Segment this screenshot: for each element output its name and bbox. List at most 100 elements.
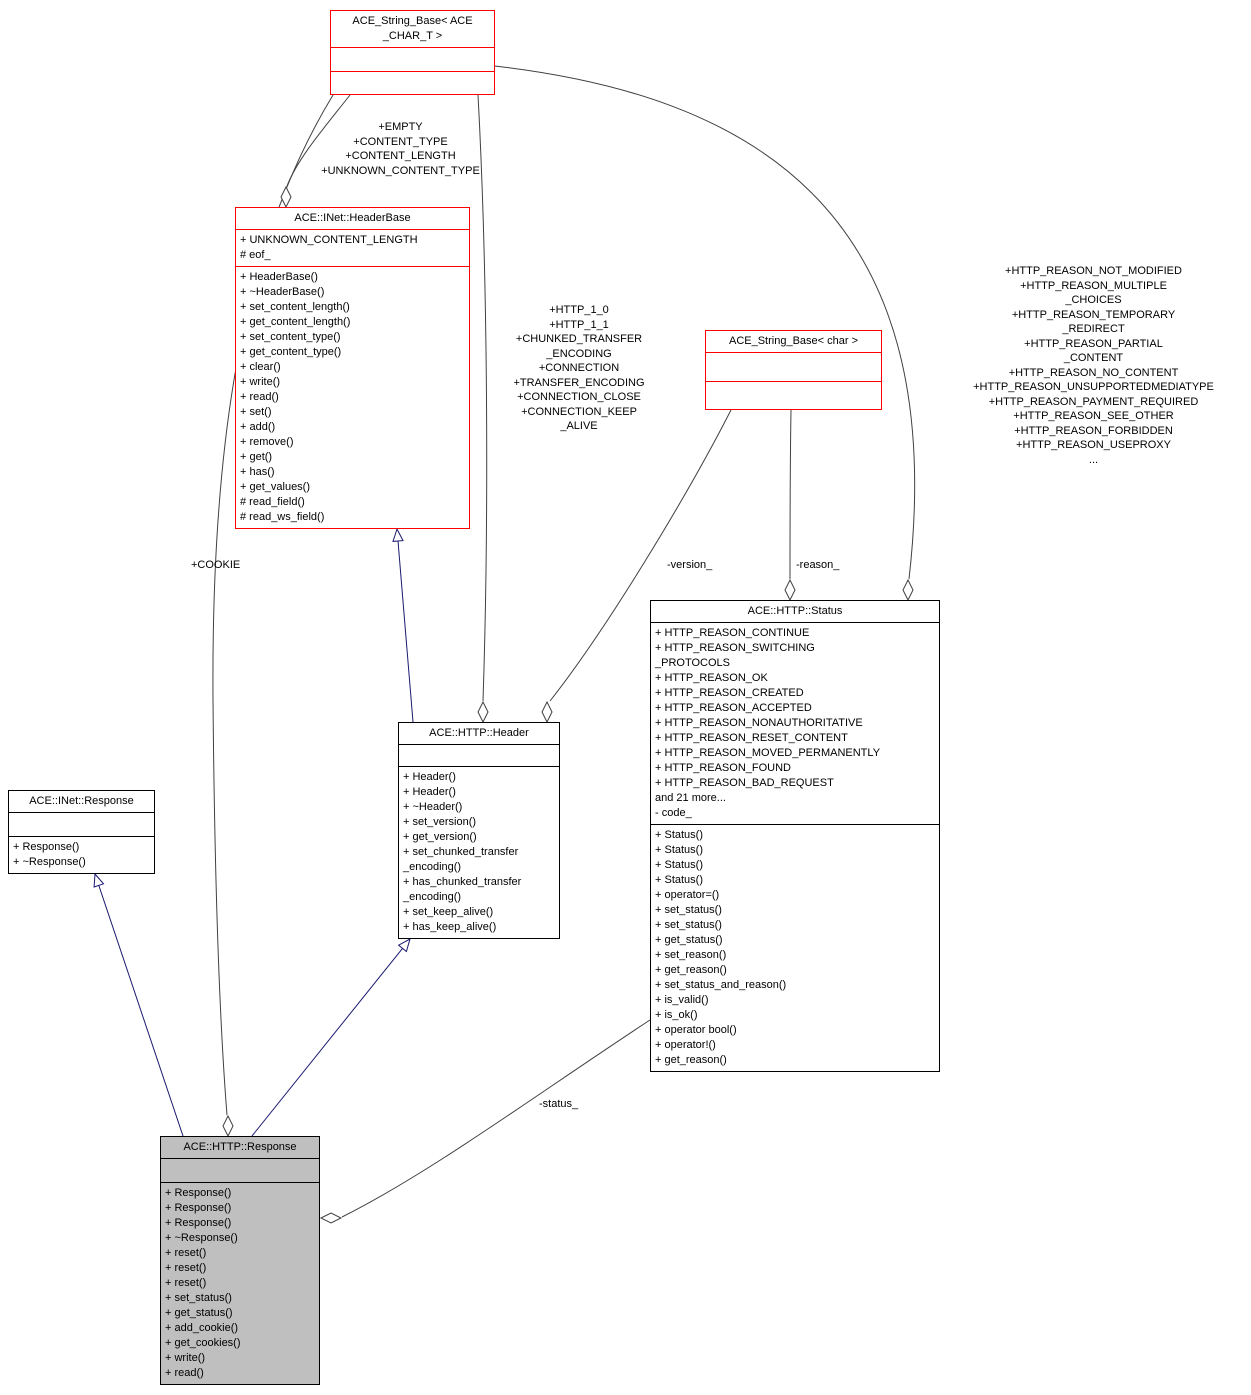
attributes-compartment (399, 745, 559, 767)
member: + reset() (165, 1247, 207, 1259)
member: + reset() (165, 1277, 207, 1289)
aggregation-diamond-header-left (477, 700, 489, 724)
edge-inheritance-response-inetresponse (98, 885, 184, 1137)
attributes-compartment (331, 48, 494, 72)
member: + operator bool() (655, 1024, 737, 1036)
member: + set_status_and_reason() (655, 979, 787, 991)
member: - code_ (655, 807, 692, 819)
member: + Status() (655, 844, 703, 856)
aggregation-diamond-response-top (222, 1114, 234, 1138)
member: + HTTP_REASON_ACCEPTED (655, 702, 812, 714)
member: + ~Response() (13, 856, 86, 868)
member: + set_content_length() (240, 301, 350, 313)
member: + has_keep_alive() (403, 921, 497, 933)
member: + write() (240, 376, 281, 388)
member: + set_content_type() (240, 331, 341, 343)
member: + get_status() (655, 934, 723, 946)
member: + get_content_type() (240, 346, 342, 358)
edge-label-reason: -reason_ (796, 559, 840, 571)
class-ace-http-status[interactable]: ACE::HTTP::Status + HTTP_REASON_CONTINUE… (650, 600, 940, 1072)
aggregation-diamond-response-right (319, 1212, 343, 1224)
member: + set_status() (655, 919, 722, 931)
member: + set_version() (403, 816, 477, 828)
member: + set_status() (655, 904, 722, 916)
class-title: ACE::INet::HeaderBase (236, 208, 469, 230)
edge-inheritance-header-headerbase (397, 540, 414, 723)
edge-label-status-member: -status_ (539, 1098, 579, 1110)
member: + get_status() (165, 1307, 233, 1319)
member: + remove() (240, 436, 294, 448)
member: + ~Response() (165, 1232, 238, 1244)
member: + HTTP_REASON_NONAUTHORITATIVE (655, 717, 863, 729)
member: + HTTP_REASON_FOUND (655, 762, 791, 774)
member: + is_ok() (655, 1009, 698, 1021)
class-title: ACE_String_Base< char > (706, 331, 881, 353)
class-title: ACE::HTTP::Response (161, 1137, 319, 1159)
member: + clear() (240, 361, 281, 373)
edge-aggregation-status-reason (789, 409, 792, 580)
class-ace-inet-headerbase[interactable]: ACE::INet::HeaderBase + UNKNOWN_CONTENT_… (235, 207, 470, 529)
inheritance-arrow-header (397, 937, 411, 953)
member: + HTTP_REASON_CONTINUE (655, 627, 810, 639)
attributes-compartment: + HTTP_REASON_CONTINUE+ HTTP_REASON_SWIT… (651, 623, 939, 825)
member: + ~HeaderBase() (240, 286, 325, 298)
class-title: ACE::HTTP::Header (399, 723, 559, 745)
member: + set_reason() (655, 949, 727, 961)
class-ace-string-base-ace-char-t[interactable]: ACE_String_Base< ACE _CHAR_T > (330, 10, 495, 95)
member: + set() (240, 406, 272, 418)
member: + Response() (165, 1202, 232, 1214)
member: + get_reason() (655, 964, 727, 976)
member: + Status() (655, 829, 703, 841)
inheritance-arrow-inetresponse (93, 872, 105, 888)
member: + Response() (165, 1217, 232, 1229)
edge-aggregation-header-string (477, 94, 488, 702)
member: + reset() (165, 1262, 207, 1274)
member: + read() (240, 391, 279, 403)
aggregation-diamond-status-right (902, 578, 914, 602)
member: + read() (165, 1367, 204, 1379)
member: + HTTP_REASON_CREATED (655, 687, 804, 699)
member: # eof_ (240, 249, 271, 261)
member: + set_keep_alive() (403, 906, 494, 918)
aggregation-diamond-status-left (784, 578, 796, 602)
member: + is_valid() (655, 994, 709, 1006)
member: + Response() (165, 1187, 232, 1199)
member: + get_version() (403, 831, 477, 843)
methods-compartment: + Status()+ Status()+ Status()+ Status()… (651, 825, 939, 1071)
member: # read_ws_field() (240, 511, 325, 523)
member: + has_chunked_transfer _encoding() (403, 876, 522, 903)
member: + get_reason() (655, 1054, 727, 1066)
member: + Response() (13, 841, 80, 853)
class-title: ACE_String_Base< ACE _CHAR_T > (331, 11, 494, 48)
member: + set_status() (165, 1292, 232, 1304)
member: + HeaderBase() (240, 271, 318, 283)
class-ace-http-header[interactable]: ACE::HTTP::Header + Header()+ Header()+ … (398, 722, 560, 939)
edge-label-version: -version_ (667, 559, 713, 571)
class-ace-http-response[interactable]: ACE::HTTP::Response + Response()+ Respon… (160, 1136, 320, 1385)
member: + Header() (403, 786, 456, 798)
edge-inheritance-response-header (251, 948, 403, 1137)
member: + operator!() (655, 1039, 716, 1051)
member: + has() (240, 466, 275, 478)
member: + add_cookie() (165, 1322, 239, 1334)
member: + HTTP_REASON_BAD_REQUEST (655, 777, 834, 789)
aggregation-diamond-header-right (541, 700, 553, 724)
edge-aggregation-header-version (549, 409, 732, 702)
member: + ~Header() (403, 801, 463, 813)
methods-compartment: + Response() + ~Response() (9, 837, 154, 873)
member: + HTTP_REASON_RESET_CONTENT (655, 732, 848, 744)
class-title: ACE::INet::Response (9, 791, 154, 813)
methods-compartment (706, 382, 881, 409)
attributes-compartment (706, 353, 881, 382)
methods-compartment: + HeaderBase() + ~HeaderBase() + set_conte… (236, 267, 469, 528)
aggregation-diamond-headerbase (280, 185, 292, 209)
class-ace-string-base-char[interactable]: ACE_String_Base< char > (705, 330, 882, 410)
edge-aggregation-response-status (341, 1019, 651, 1218)
attributes-compartment (9, 813, 154, 837)
member: + operator=() (655, 889, 720, 901)
member: + HTTP_REASON_MOVED_PERMANENTLY (655, 747, 881, 759)
methods-compartment: + Header()+ Header()+ ~Header()+ set_ver… (399, 767, 559, 938)
member: + Status() (655, 859, 703, 871)
class-ace-inet-response[interactable]: ACE::INet::Response + Response()+ ~Respo… (8, 790, 155, 874)
